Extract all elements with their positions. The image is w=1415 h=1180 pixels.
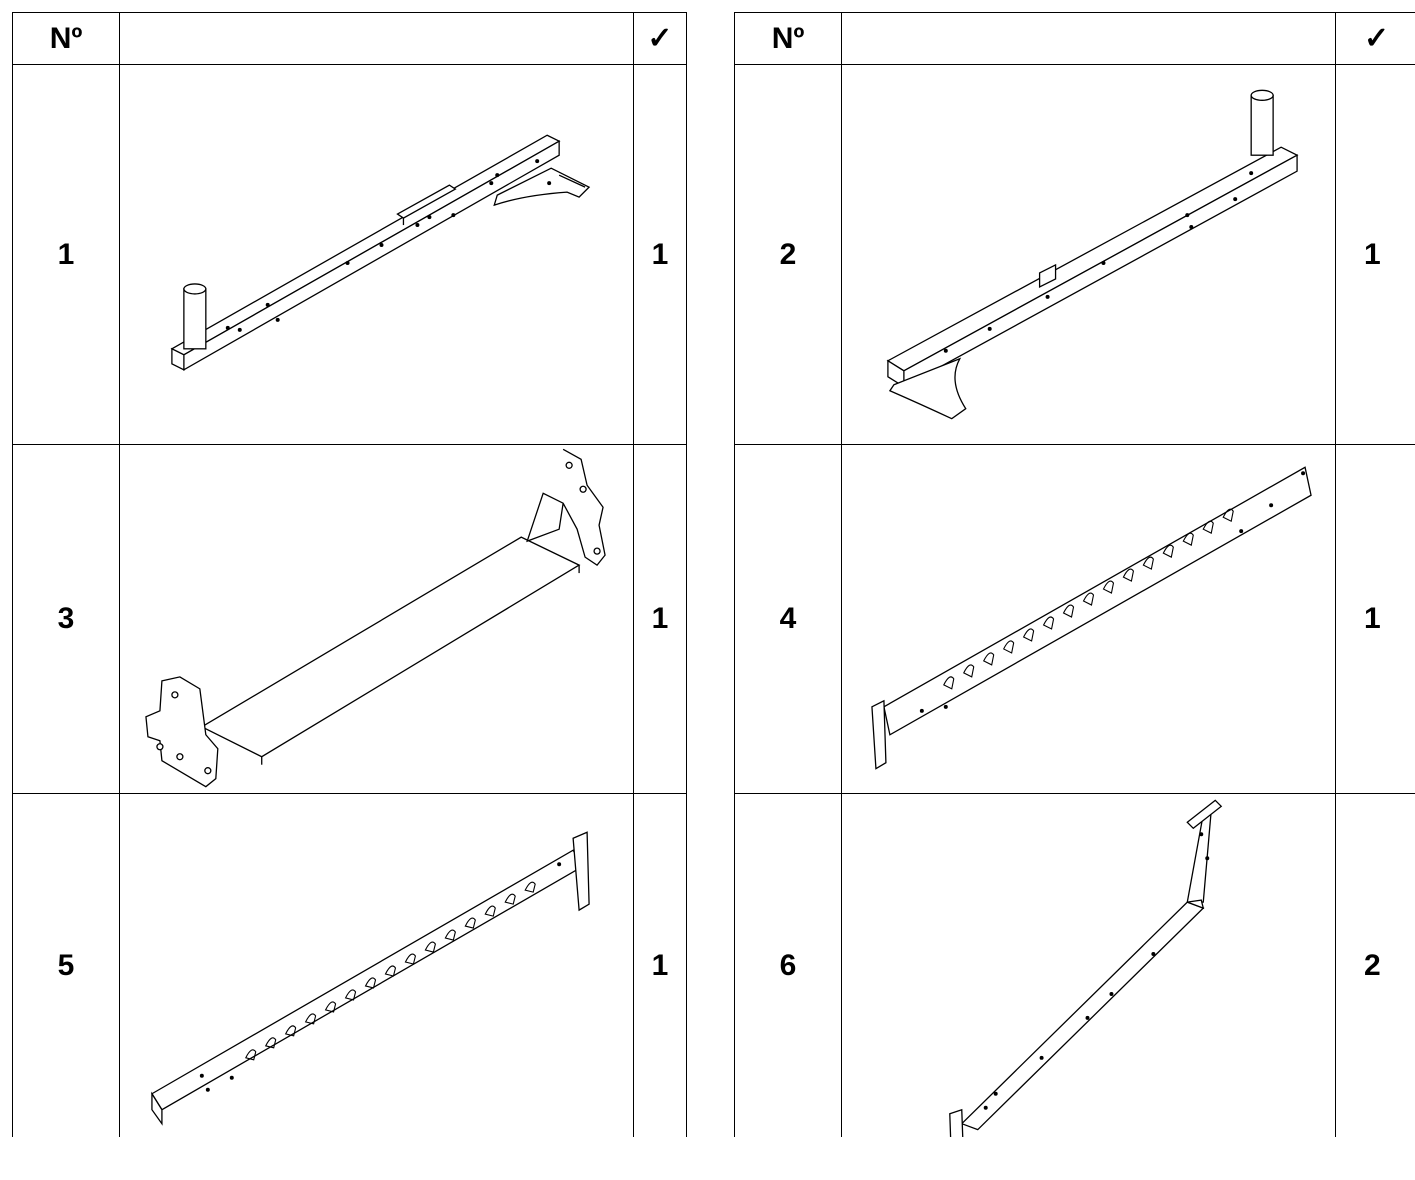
header-image <box>119 12 634 65</box>
cross-bar-icon <box>119 444 634 794</box>
table-row: 5 <box>12 793 687 1137</box>
parts-table-right: Nº ✓ 2 1 4 <box>734 12 1415 1137</box>
table-header-row: Nº ✓ <box>12 12 687 65</box>
part-quantity: 2 <box>1335 793 1415 1137</box>
slotted-rail-icon <box>841 444 1336 794</box>
frame-arm-right-icon <box>841 64 1336 445</box>
checkmark-icon: ✓ <box>633 12 687 65</box>
header-number: Nº <box>734 12 842 65</box>
part-quantity: 1 <box>633 64 687 445</box>
part-number: 1 <box>12 64 120 445</box>
part-quantity: 1 <box>633 793 687 1137</box>
frame-arm-left-icon <box>119 64 634 445</box>
table-row: 6 2 <box>734 793 1415 1137</box>
part-number: 5 <box>12 793 120 1137</box>
slotted-rail-icon <box>119 793 634 1137</box>
table-row: 1 <box>12 64 687 445</box>
part-quantity: 1 <box>1335 444 1415 794</box>
part-quantity: 1 <box>1335 64 1415 445</box>
table-row: 4 <box>734 444 1415 794</box>
part-quantity: 1 <box>633 444 687 794</box>
part-number: 3 <box>12 444 120 794</box>
part-number: 4 <box>734 444 842 794</box>
part-number: 6 <box>734 793 842 1137</box>
parts-table-left: Nº ✓ 1 <box>12 12 687 1137</box>
angled-brace-icon <box>841 793 1336 1137</box>
table-row: 3 1 <box>12 444 687 794</box>
table-row: 2 1 <box>734 64 1415 445</box>
header-number: Nº <box>12 12 120 65</box>
part-number: 2 <box>734 64 842 445</box>
header-image <box>841 12 1336 65</box>
table-header-row: Nº ✓ <box>734 12 1415 65</box>
checkmark-icon: ✓ <box>1335 12 1415 65</box>
